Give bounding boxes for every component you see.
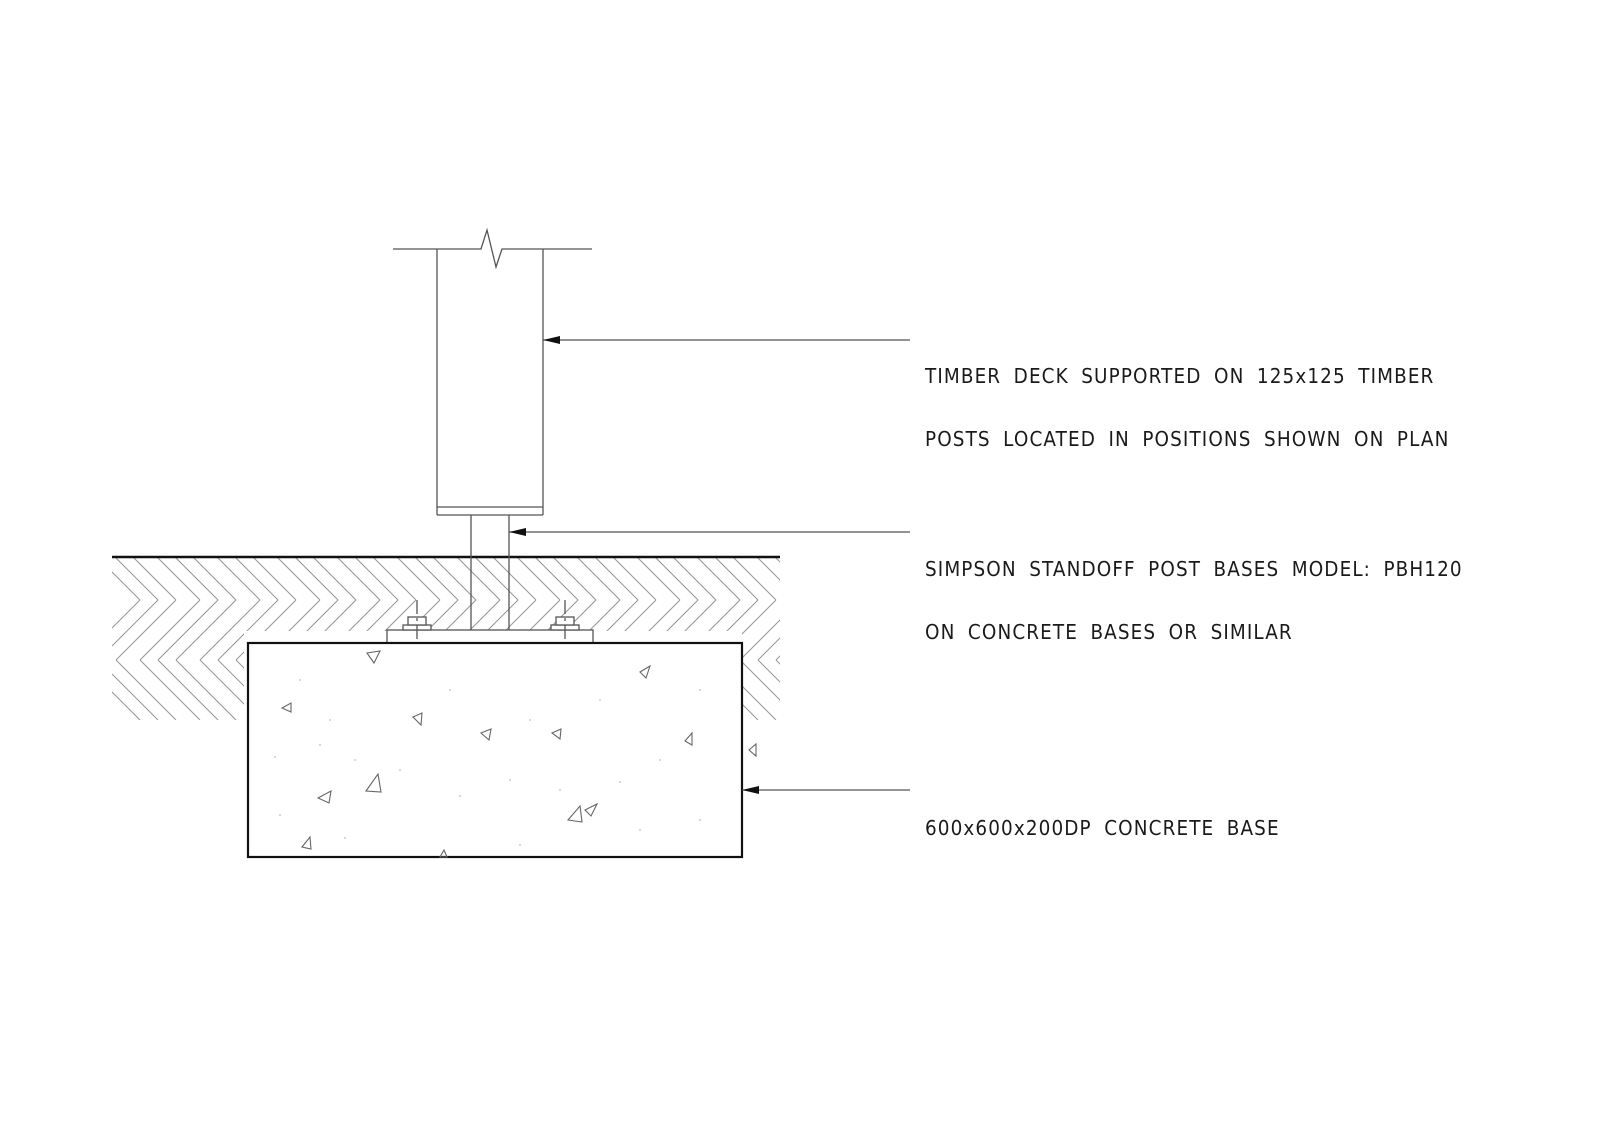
note-timber-post-line-2: POSTS LOCATED IN POSITIONS SHOWN ON PLAN [925, 427, 1450, 451]
break-line [393, 227, 592, 270]
concrete-base [246, 641, 757, 859]
note-timber-post-line-1: TIMBER DECK SUPPORTED ON 125x125 TIMBER [925, 364, 1435, 388]
leader-concrete-base [742, 786, 910, 794]
base-plate [386, 629, 594, 644]
note-post-base: SIMPSON STANDOFF POST BASES MODEL: PBH12… [925, 517, 1463, 664]
note-concrete-base: 600x600x200DP CONCRETE BASE [925, 776, 1280, 860]
leader-timber-post [543, 336, 910, 344]
concrete-speckles [274, 679, 701, 846]
concrete-aggregate [280, 650, 757, 858]
note-concrete-base-line-1: 600x600x200DP CONCRETE BASE [925, 816, 1280, 840]
note-timber-post: TIMBER DECK SUPPORTED ON 125x125 TIMBER … [925, 324, 1449, 471]
note-post-base-line-1: SIMPSON STANDOFF POST BASES MODEL: PBH12… [925, 557, 1463, 581]
leader-lines [509, 336, 910, 794]
timber-post [393, 227, 592, 516]
standoff-post-base [386, 515, 594, 707]
leader-post-base [509, 528, 910, 536]
note-post-base-line-2: ON CONCRETE BASES OR SIMILAR [925, 620, 1293, 644]
